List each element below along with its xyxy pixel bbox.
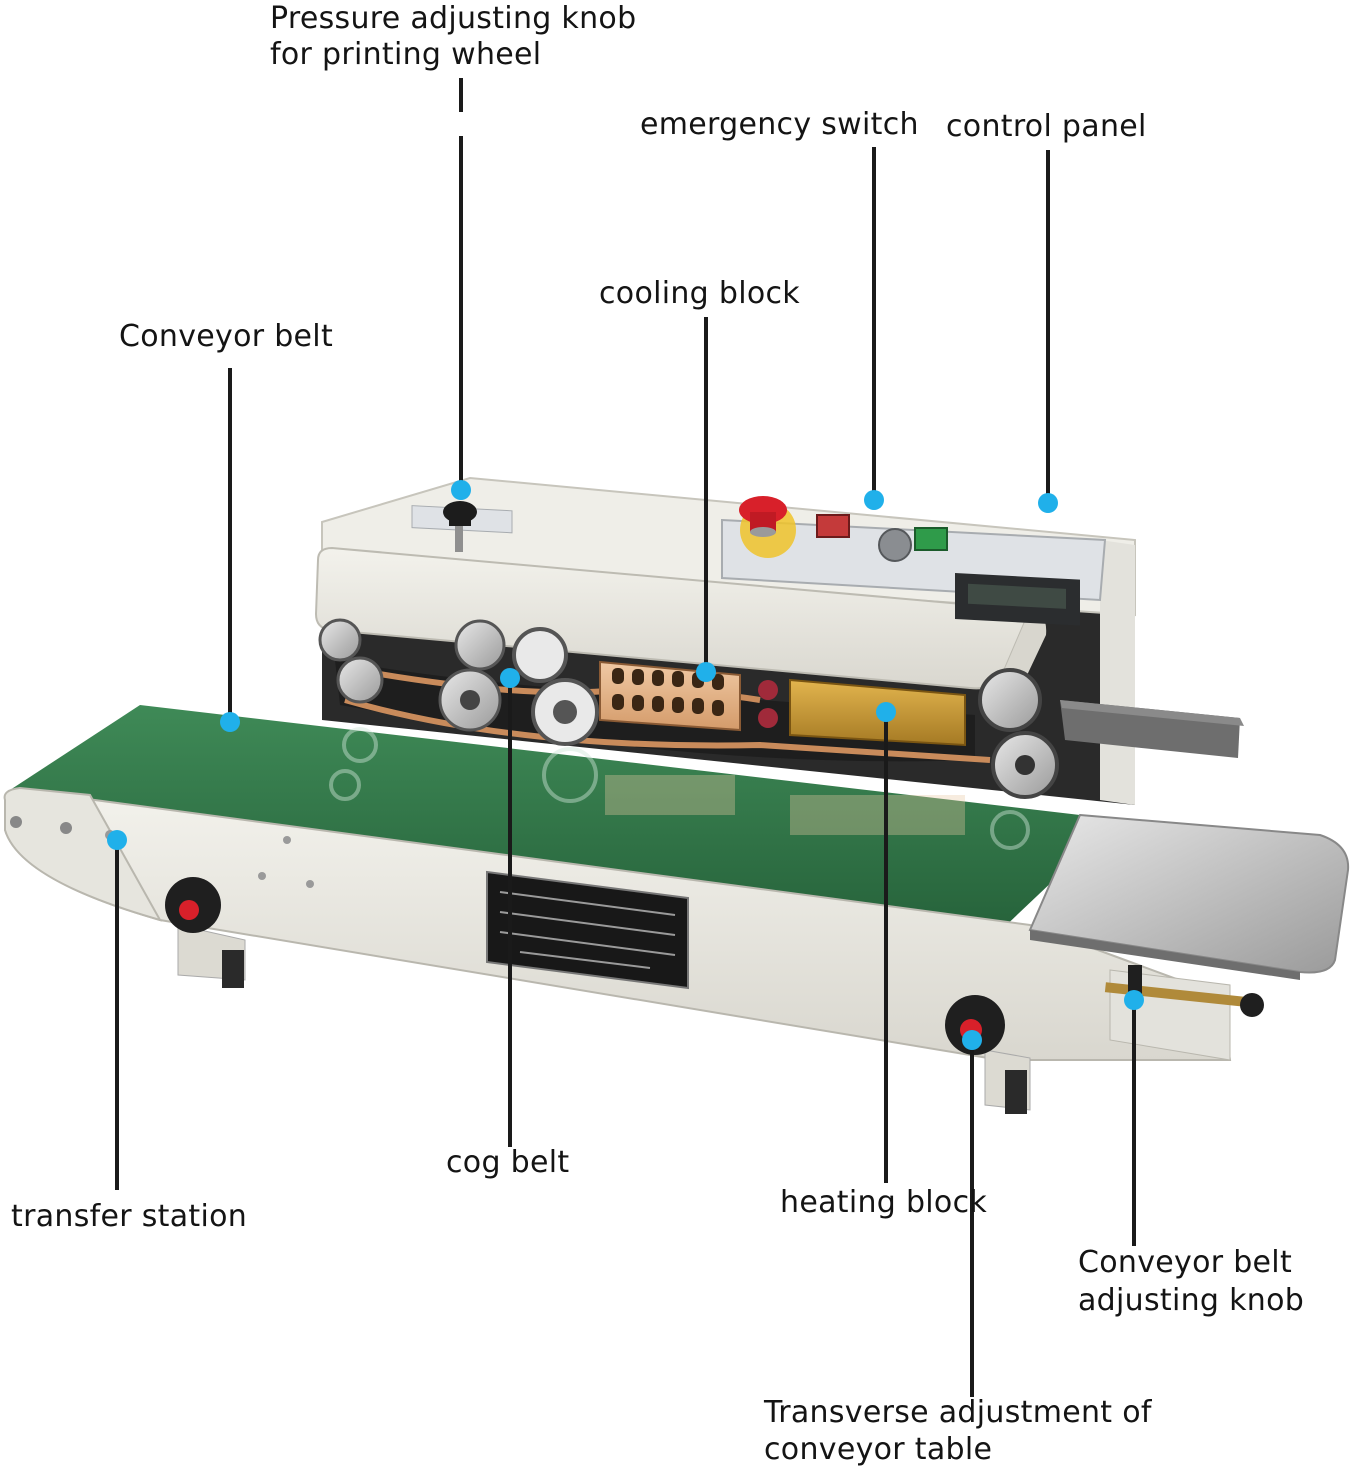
label-cog-belt: cog belt	[446, 1145, 570, 1180]
label-control-panel: control panel	[946, 109, 1147, 144]
label-heating-block: heating block	[780, 1185, 988, 1220]
label-pressure-knob-line2: for printing wheel	[270, 37, 542, 72]
output-table	[1028, 813, 1350, 980]
callout-dot-control-panel	[1038, 493, 1058, 513]
leader-lines	[115, 78, 1136, 1397]
callout-dot-transverse-adjust	[962, 1030, 982, 1050]
transfer-station-knob	[165, 877, 221, 933]
label-emergency-switch: emergency switch	[640, 107, 919, 142]
label-transverse-adjust-line1: Transverse adjustment of	[764, 1395, 1152, 1430]
callout-dots	[107, 480, 1144, 1050]
label-transfer-station: transfer station	[11, 1199, 248, 1234]
label-cooling-block: cooling block	[599, 276, 800, 311]
pressure-knob	[411, 501, 513, 552]
cooling-block	[599, 660, 741, 732]
callout-dot-heating-block	[876, 702, 896, 722]
label-belt-adjust-knob-line2: adjusting knob	[1078, 1283, 1305, 1318]
label-conveyor-belt: Conveyor belt	[119, 319, 334, 354]
callout-dot-transfer-station	[107, 830, 127, 850]
label-pressure-knob-line1: Pressure adjusting knob	[270, 1, 637, 36]
label-transverse-adjust-line2: conveyor table	[764, 1432, 993, 1467]
label-belt-adjust-knob-line1: Conveyor belt	[1078, 1245, 1293, 1280]
emergency-stop-button	[739, 496, 787, 537]
callout-dot-belt-adjust-knob	[1124, 990, 1144, 1010]
callout-dot-conveyor-belt	[220, 712, 240, 732]
control-panel-plate	[721, 502, 1107, 626]
callout-dot-emergency-switch	[864, 490, 884, 510]
callout-dot-cog-belt	[500, 668, 520, 688]
callout-dot-pressure-knob	[451, 480, 471, 500]
callout-dot-cooling-block	[696, 662, 716, 682]
nameplate	[486, 870, 689, 990]
output-guide	[1060, 700, 1244, 758]
